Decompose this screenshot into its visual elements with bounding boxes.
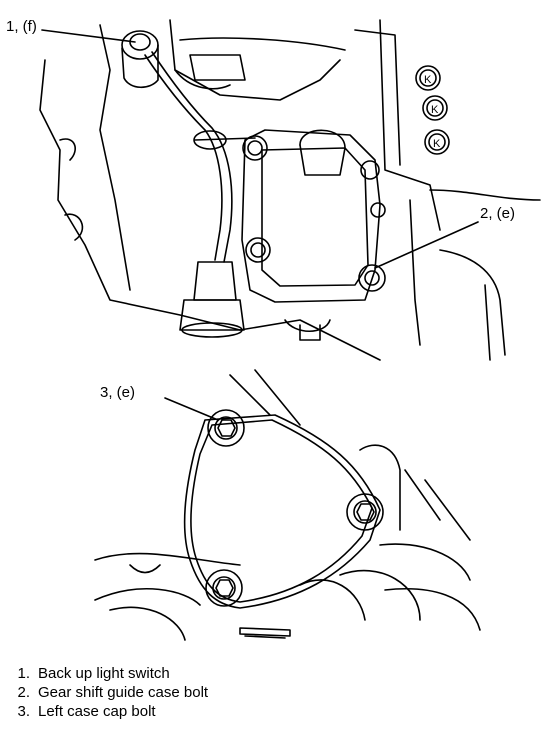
lower-illustration: [94, 369, 481, 641]
legend-text: Gear shift guide case bolt: [38, 684, 209, 701]
legend-text: Back up light switch: [38, 665, 170, 682]
callout-1-label: 1, (f): [6, 18, 37, 35]
legend-text: Left case cap bolt: [38, 703, 156, 720]
svg-text:K: K: [433, 138, 441, 150]
legend-item: 1. Back up light switch: [8, 664, 208, 683]
svg-text:K: K: [431, 104, 439, 116]
callout-3-label: 3, (e): [100, 384, 136, 401]
legend-item: 2. Gear shift guide case bolt: [8, 683, 208, 702]
legend-item: 3. Left case cap bolt: [8, 702, 208, 721]
callout-2-leader: [374, 221, 479, 269]
upper-illustration: K K K: [39, 19, 541, 361]
legend-number: 1.: [17, 665, 30, 682]
legend-number: 3.: [17, 703, 30, 720]
legend-number: 2.: [17, 684, 30, 701]
callout-2-label: 2, (e): [480, 205, 516, 222]
callout-3-leader: [164, 397, 219, 421]
callout-1-leader: [41, 29, 136, 43]
parts-legend: 1. Back up light switch 2. Gear shift gu…: [8, 664, 208, 721]
svg-text:K: K: [424, 74, 432, 86]
